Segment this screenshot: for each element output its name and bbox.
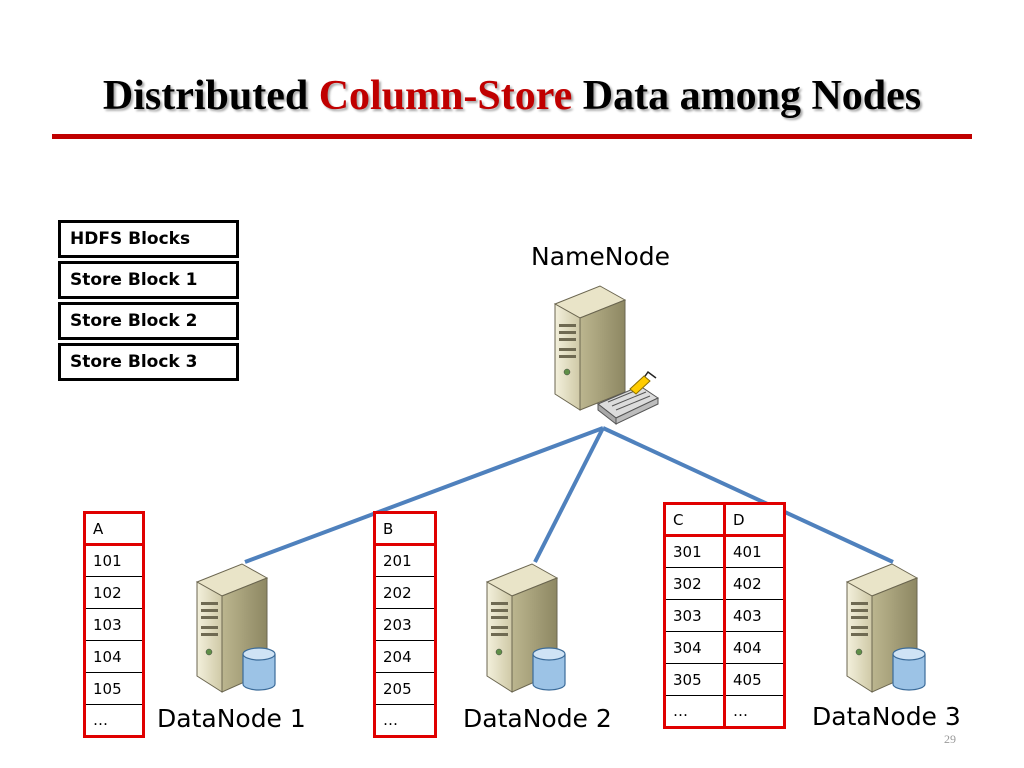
- page-number: 29: [944, 732, 956, 746]
- column-cell: 402: [724, 567, 785, 600]
- column-cell: …: [664, 695, 726, 728]
- column-cell: 204: [374, 640, 436, 673]
- datanode-2-server-icon: [485, 563, 566, 693]
- link-namenode-datanode-1: [244, 426, 604, 564]
- column-cell: 305: [664, 663, 726, 696]
- link-namenode-datanode-3: [602, 426, 894, 564]
- namenode-label: NameNode: [531, 242, 671, 271]
- column-cell: 304: [664, 631, 726, 664]
- link-namenode-datanode-2: [533, 427, 605, 563]
- column-header: D: [724, 503, 785, 537]
- column-cell: 404: [724, 631, 785, 664]
- column-cell: 403: [724, 599, 785, 632]
- slide-title: Distributed Column-Store Data among Node…: [0, 72, 1024, 120]
- datanode-1-label: DataNode 1: [157, 704, 306, 733]
- column-cell: 205: [374, 672, 436, 705]
- datanode-2-label: DataNode 2: [463, 704, 612, 733]
- column-cell: 401: [724, 535, 785, 568]
- hdfs-blocks-legend: HDFS Blocks Store Block 1 Store Block 2 …: [58, 220, 239, 384]
- column-cell: 102: [84, 576, 144, 609]
- title-highlight: Column-Store: [318, 73, 573, 119]
- column-header: C: [664, 503, 726, 537]
- title-part-2: Data among Nodes: [572, 73, 922, 119]
- title-part-1: Distributed: [102, 73, 319, 119]
- column-cell: 303: [664, 599, 726, 632]
- datanode-1-server-icon: [195, 563, 276, 693]
- column-cell: …: [374, 704, 436, 737]
- legend-item-store-block-3: Store Block 3: [58, 343, 239, 381]
- column-cell: 103: [84, 608, 144, 641]
- column-cell: …: [84, 704, 144, 737]
- column-cell: 105: [84, 672, 144, 705]
- column-cell: 405: [724, 663, 785, 696]
- column-cell: 203: [374, 608, 436, 641]
- legend-item-store-block-2: Store Block 2: [58, 302, 239, 340]
- namenode-server-icon: [553, 285, 660, 426]
- column-header: B: [374, 512, 436, 546]
- column-cell: 104: [84, 640, 144, 673]
- datanode-3-server-icon: [845, 563, 926, 693]
- column-cell: 101: [84, 544, 144, 577]
- column-cell: 202: [374, 576, 436, 609]
- column-cell: 301: [664, 535, 726, 568]
- column-cell: 302: [664, 567, 726, 600]
- column-block-b: B 201 202 203 204 205 …: [373, 511, 437, 738]
- column-header: A: [84, 512, 144, 546]
- column-cell: …: [724, 695, 785, 728]
- title-underline: [52, 134, 972, 139]
- datanode-3-label: DataNode 3: [812, 702, 961, 731]
- legend-header: HDFS Blocks: [58, 220, 239, 258]
- column-cell: 201: [374, 544, 436, 577]
- legend-item-store-block-1: Store Block 1: [58, 261, 239, 299]
- column-block-a: A 101 102 103 104 105 …: [83, 511, 145, 738]
